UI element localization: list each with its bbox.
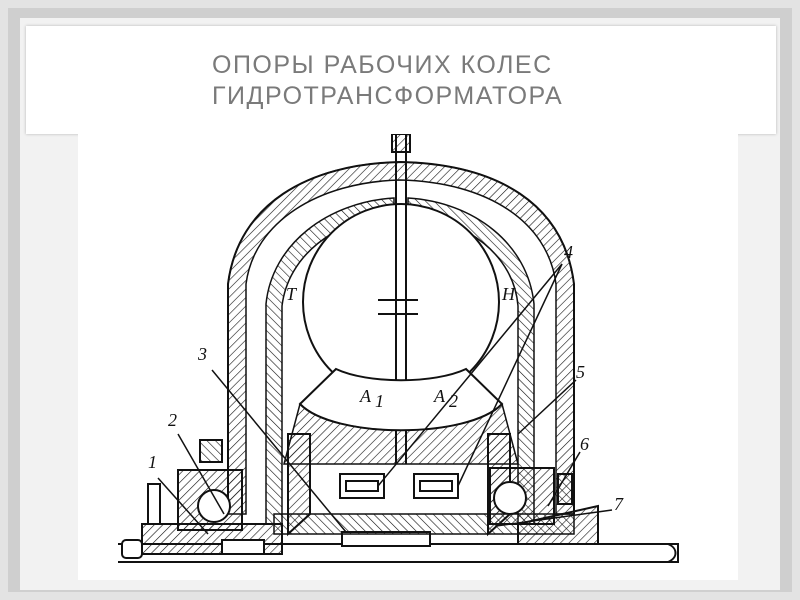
title-box (26, 26, 776, 134)
label-A2: A (433, 386, 446, 406)
right-ball-bearing (493, 481, 527, 515)
slide-title-line1: ОПОРЫ РАБОЧИХ КОЛЕС (212, 51, 553, 79)
left-ball-bearing (197, 489, 231, 523)
slide-title: ОПОРЫ РАБОЧИХ КОЛЕС ГИДРОТРАНСФОРМАТОРА (212, 50, 732, 112)
label-2: 2 (168, 410, 177, 430)
top-flange (391, 134, 411, 153)
drawing-svg: Т Н A 1 A 2 1 2 3 4 5 6 7 (118, 134, 679, 563)
label-7: 7 (614, 494, 624, 514)
label-H: Н (501, 284, 516, 304)
label-5: 5 (576, 362, 585, 382)
label-6: 6 (580, 434, 589, 454)
label-T: Т (286, 284, 298, 304)
label-A1: A (359, 386, 372, 406)
torque-converter-drawing: Т Н A 1 A 2 1 2 3 4 5 6 7 (78, 134, 738, 580)
slide-title-line2: ГИДРОТРАНСФОРМАТОРА (212, 82, 564, 110)
label-1: 1 (148, 452, 157, 472)
label-A2-sub: 2 (449, 391, 458, 411)
label-3: 3 (197, 344, 207, 364)
torus-core (302, 203, 500, 401)
right-flange (517, 504, 599, 545)
label-4: 4 (564, 242, 573, 262)
label-A1-sub: 1 (375, 391, 384, 411)
